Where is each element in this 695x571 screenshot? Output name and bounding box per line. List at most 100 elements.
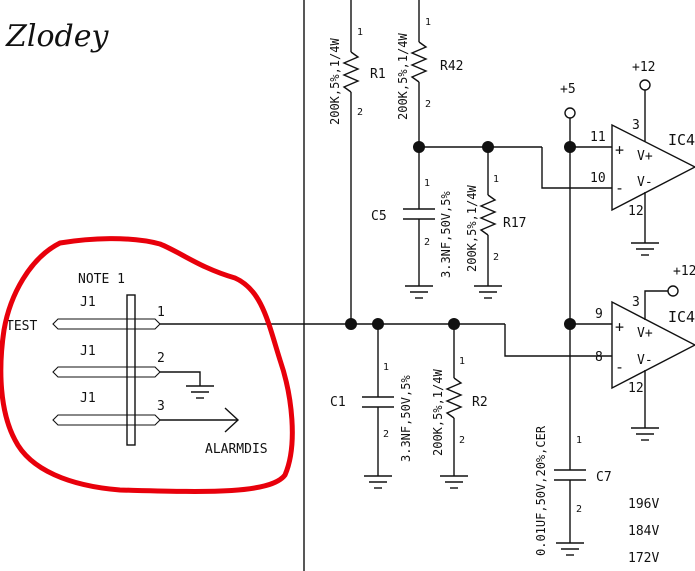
- opamp-ic4b: + - V+ V- 9 8 3 12 IC4: [595, 295, 695, 396]
- ground-symbol-c1: [364, 475, 392, 489]
- resistor-r1-value: 200K,5%,1/4W: [328, 38, 342, 125]
- supply-label-5v: +5: [560, 82, 576, 97]
- resistor-r42-pin2: 2: [425, 99, 431, 110]
- connector-pin-2-number: 2: [157, 351, 165, 366]
- resistor-r17-ref: R17: [503, 216, 526, 231]
- resistor-r1-pin1: 1: [357, 27, 363, 38]
- opamp-ic4b-ref: IC4: [668, 308, 695, 326]
- resistor-r2-pin2: 2: [459, 435, 465, 446]
- connector-j1: NOTE 1 J1 1 TEST J1 2 J1 3 ALARMDIS: [6, 272, 268, 457]
- supply-terminal-5v: [564, 107, 576, 119]
- opamp-ic4b-plus-sign: +: [615, 318, 624, 336]
- opamp-ic4b-minus-sign: -: [615, 358, 624, 376]
- resistor-r2-ref: R2: [472, 395, 488, 410]
- ground-symbol-ic4b: [631, 427, 659, 441]
- junction-dot: [345, 318, 357, 330]
- wire-ic4b-vplus: [644, 290, 668, 320]
- ground-symbol-r17: [474, 285, 502, 299]
- net-label-alarmdis: ALARMDIS: [205, 442, 268, 457]
- connector-note-label: NOTE 1: [78, 272, 125, 287]
- connector-pin-1-number: 1: [157, 305, 165, 320]
- connector-pin-2-shape: [52, 366, 161, 378]
- opamp-ic4a-pin-vp: 3: [632, 118, 640, 133]
- junction-dot: [564, 141, 576, 153]
- opamp-ic4a-plus-sign: +: [615, 141, 624, 159]
- wire-to-ic4a-minus: [541, 147, 612, 189]
- connector-pin-3-ref: J1: [80, 391, 96, 406]
- voltage-label-1: 196V: [628, 497, 659, 512]
- connector-pin-1-ref: J1: [80, 295, 96, 310]
- opamp-ic4b-symbol: [611, 300, 695, 390]
- ground-symbol-c5: [405, 285, 433, 299]
- capacitor-c5-ref: C5: [371, 209, 387, 224]
- opamp-ic4a-symbol: [611, 123, 695, 212]
- connector-pin-2: J1 2: [52, 344, 165, 378]
- connector-pin-2-ref: J1: [80, 344, 96, 359]
- capacitor-c7-pin1: 1: [576, 435, 582, 446]
- capacitor-c1-pin2: 2: [383, 429, 389, 440]
- connector-pin-1: J1 1 TEST: [6, 295, 165, 334]
- opamp-ic4b-pin-minus: 8: [595, 350, 603, 365]
- connector-pin-3-number: 3: [157, 399, 165, 414]
- resistor-r2-value: 200K,5%,1/4W: [431, 369, 445, 456]
- junction-dot: [564, 318, 576, 330]
- supply-label-12v-b: +12: [673, 264, 695, 279]
- capacitor-c5-pin2: 2: [424, 237, 430, 248]
- opamp-ic4a-vminus: V-: [637, 175, 653, 190]
- wire-to-ic4b-minus: [504, 324, 612, 357]
- supply-terminal-12v-b: [667, 285, 679, 297]
- capacitor-c5-value: 3.3NF,50V,5%: [439, 191, 453, 278]
- opamp-ic4b-pin-vp: 3: [632, 295, 640, 310]
- resistor-r1-symbol: [342, 51, 360, 93]
- voltage-label-2: 184V: [628, 524, 659, 539]
- ground-symbol-ic4a: [631, 242, 659, 256]
- opamp-ic4b-pin-plus: 9: [595, 307, 603, 322]
- capacitor-c7-value: 0.01UF,50V,20%,CER: [534, 425, 548, 556]
- wire-pin2-ground: [160, 371, 201, 386]
- resistor-r42-pin1: 1: [425, 17, 431, 28]
- connector-pin-3: J1 3 ALARMDIS: [52, 391, 268, 457]
- junction-dot: [372, 318, 384, 330]
- opamp-ic4a-minus-sign: -: [615, 179, 624, 197]
- connector-pin-1-shape: [52, 318, 161, 330]
- opamp-ic4a-ref: IC4: [668, 131, 695, 149]
- capacitor-c1-pin1: 1: [383, 362, 389, 373]
- opamp-ic4a: + - V+ V- 11 10 3 12 IC4: [590, 118, 695, 219]
- opamp-ic4a-vplus: V+: [637, 149, 653, 164]
- opamp-ic4b-pin-vm: 12: [628, 381, 644, 396]
- highlight-annotation: [0, 236, 295, 494]
- net-label-test: TEST: [6, 319, 37, 334]
- capacitor-c7-ref: C7: [596, 470, 612, 485]
- capacitor-c7-pin2: 2: [576, 504, 582, 515]
- resistor-r17-pin1: 1: [493, 174, 499, 185]
- resistor-r42-symbol: [410, 41, 428, 83]
- supply-label-12v-a: +12: [632, 60, 655, 75]
- connector-body: [126, 294, 136, 446]
- resistor-r17-value: 200K,5%,1/4W: [465, 185, 479, 272]
- voltage-label-3: 172V: [628, 551, 659, 566]
- junction-dot: [448, 318, 460, 330]
- ground-symbol-r2: [440, 475, 468, 489]
- resistor-r2-symbol: [445, 377, 463, 419]
- opamp-ic4b-vplus: V+: [637, 326, 653, 341]
- capacitor-c1-value: 3.3NF,50V,5%: [399, 375, 413, 462]
- capacitor-c1-ref: C1: [330, 395, 346, 410]
- resistor-r42-value: 200K,5%,1/4W: [396, 33, 410, 120]
- opamp-ic4a-pin-plus: 11: [590, 130, 606, 145]
- resistor-r17-symbol: [479, 194, 497, 236]
- junction-dot: [482, 141, 494, 153]
- supply-terminal-12v-a: [639, 79, 651, 91]
- ground-symbol-pin2: [186, 385, 214, 399]
- opamp-ic4a-pin-vm: 12: [628, 204, 644, 219]
- connector-pin-3-shape: [52, 414, 161, 426]
- resistor-r1-pin2: 2: [357, 107, 363, 118]
- resistor-r42-ref: R42: [440, 59, 463, 74]
- ground-symbol-c7: [556, 542, 584, 556]
- opamp-ic4b-vminus: V-: [637, 353, 653, 368]
- watermark-text: Zlodey: [5, 19, 109, 54]
- resistor-r17-pin2: 2: [493, 252, 499, 263]
- opamp-ic4a-pin-minus: 10: [590, 171, 606, 186]
- arrow-icon: [224, 407, 240, 433]
- resistor-r2-pin1: 1: [459, 356, 465, 367]
